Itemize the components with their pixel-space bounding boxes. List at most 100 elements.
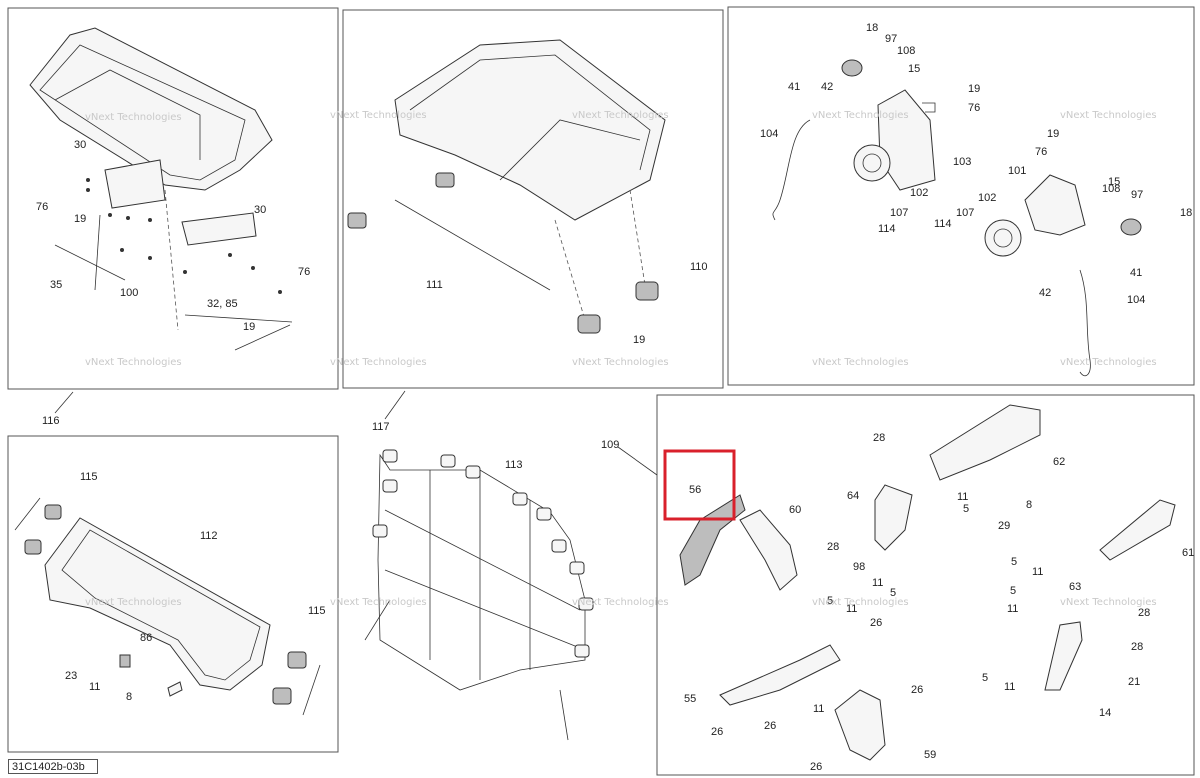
callout: 60	[789, 504, 801, 516]
callout: 11	[872, 577, 883, 589]
svg-text:vNext Technologies: vNext Technologies	[330, 597, 427, 608]
watermarks: vNext Technologies vNext Technologies vN…	[85, 110, 1157, 608]
group-callout: 116	[42, 415, 60, 427]
callouts-top-right: 18 97 108 15 41 42 19 76 104 103 102 107…	[760, 22, 1192, 306]
callout: 41	[1130, 267, 1142, 279]
svg-text:vNext Technologies: vNext Technologies	[572, 110, 669, 121]
panel-speakers-top-right	[727, 6, 1195, 386]
callout: 19	[1047, 128, 1059, 140]
callout: 32, 85	[207, 298, 238, 310]
svg-text:vNext Technologies: vNext Technologies	[812, 357, 909, 368]
callout: 23	[65, 670, 77, 682]
svg-text:vNext Technologies: vNext Technologies	[1060, 597, 1157, 608]
roof-assembly-left	[29, 27, 293, 351]
callout: 5	[1011, 556, 1017, 568]
callout: 28	[873, 432, 885, 444]
callouts-bottom-middle: 113 109	[505, 439, 619, 471]
svg-text:vNext Technologies: vNext Technologies	[572, 357, 669, 368]
callout: 18	[866, 22, 878, 34]
callouts-top-left: 30 76 19 30 35 100 32, 85 19 76 116	[36, 139, 310, 427]
callout: 19	[968, 83, 980, 95]
callout: 62	[1053, 456, 1065, 468]
callout: 8	[126, 691, 132, 703]
callout-highlighted: 56	[689, 484, 701, 496]
callout: 11	[846, 603, 857, 615]
callout: 5	[827, 595, 833, 607]
group-callout: 117	[372, 421, 390, 433]
callout: 26	[764, 720, 776, 732]
callouts-top-middle: 110 111 19 117	[372, 261, 708, 433]
callout: 26	[711, 726, 723, 738]
speaker-assembly	[772, 59, 1142, 377]
callout: 11	[813, 703, 824, 715]
callout: 8	[1026, 499, 1032, 511]
callout: 26	[870, 617, 882, 629]
callout: 108	[897, 45, 915, 57]
callout: 107	[890, 207, 908, 219]
svg-text:vNext Technologies: vNext Technologies	[330, 357, 427, 368]
callout: 76	[298, 266, 310, 278]
callout: 28	[827, 541, 839, 553]
callout: 114	[934, 218, 952, 230]
callout: 114	[878, 223, 896, 235]
callout: 103	[953, 156, 971, 168]
callout: 110	[690, 261, 708, 273]
callouts-bottom-right: 56 60 28 64 62 11 5 8 29 28 98 11 5 61 5…	[684, 432, 1194, 773]
callout: 76	[36, 201, 48, 213]
svg-text:vNext Technologies: vNext Technologies	[1060, 357, 1157, 368]
callout: 30	[254, 204, 266, 216]
callout: 30	[74, 139, 86, 151]
callout: 5	[982, 672, 988, 684]
panel-roof-top-middle	[342, 9, 724, 389]
callout: 63	[1069, 581, 1081, 593]
callout: 15	[908, 63, 920, 75]
callout: 108	[1102, 183, 1120, 195]
callout: 28	[1131, 641, 1143, 653]
callout: 18	[1180, 207, 1192, 219]
svg-text:vNext Technologies: vNext Technologies	[85, 357, 182, 368]
callout: 113	[505, 459, 523, 471]
roof-left-fasteners	[86, 178, 282, 294]
callout: 42	[821, 81, 833, 93]
callout: 11	[89, 681, 100, 693]
callout: 19	[74, 213, 86, 225]
callout: 98	[853, 561, 865, 573]
callout: 5	[1010, 585, 1016, 597]
roof-assembly-middle	[347, 39, 666, 334]
callout: 64	[847, 490, 859, 502]
callout: 104	[1127, 294, 1145, 306]
panel-trim-bottom-right	[656, 394, 1195, 776]
panel-windshield-bottom-left	[7, 435, 339, 753]
diagram-code: 31C1402b-03b	[8, 759, 98, 774]
callout: 97	[1131, 189, 1143, 201]
callout: 11	[1007, 603, 1018, 615]
callout: 28	[1138, 607, 1150, 619]
callout: 26	[810, 761, 822, 773]
panel-roof-top-left	[7, 7, 339, 390]
callout: 42	[1039, 287, 1051, 299]
callout: 19	[633, 334, 645, 346]
callout: 19	[243, 321, 255, 333]
callouts-bottom-left: 115 112 86 23 11 8 115	[65, 471, 326, 703]
callout: 35	[50, 279, 62, 291]
callout: 29	[998, 520, 1010, 532]
callout: 112	[200, 530, 218, 542]
callout: 102	[978, 192, 996, 204]
callout: 100	[120, 287, 138, 299]
callout: 115	[308, 605, 326, 617]
callout: 76	[1035, 146, 1047, 158]
callout: 26	[911, 684, 923, 696]
callout: 21	[1128, 676, 1140, 688]
callout: 15	[1108, 176, 1120, 188]
svg-text:vNext Technologies: vNext Technologies	[330, 110, 427, 121]
callout: 41	[788, 81, 800, 93]
callout: 76	[968, 102, 980, 114]
callout: 101	[1008, 165, 1026, 177]
svg-text:vNext Technologies: vNext Technologies	[1060, 110, 1157, 121]
trim-assembly	[679, 404, 1176, 761]
callout: 11	[1032, 566, 1043, 578]
callout: 11	[957, 491, 968, 503]
callout: 61	[1182, 547, 1194, 559]
svg-text:vNext Technologies: vNext Technologies	[85, 597, 182, 608]
